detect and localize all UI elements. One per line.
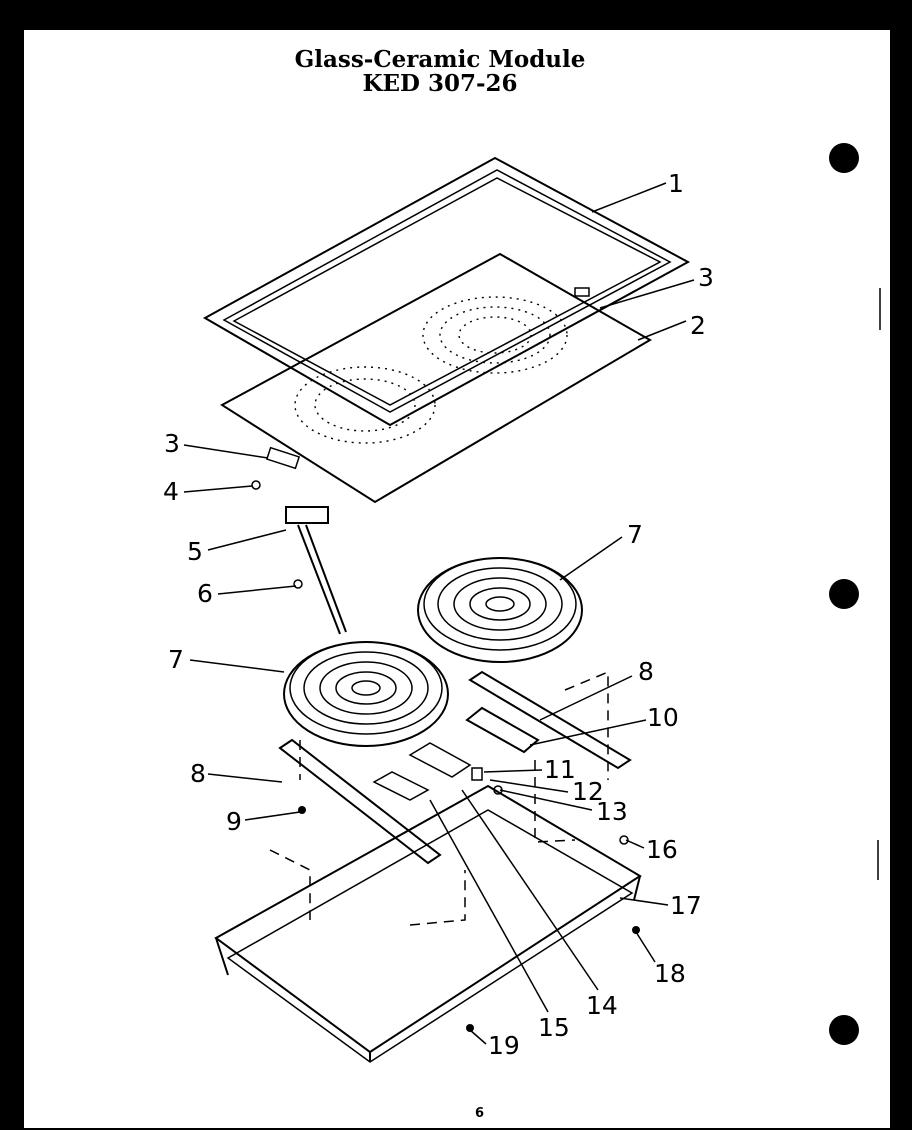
callout-9: 9 <box>226 807 242 836</box>
alignment-lines <box>269 670 609 926</box>
part-4-screw <box>251 480 261 490</box>
callout-13: 13 <box>596 797 628 826</box>
callout-2: 2 <box>690 311 706 340</box>
part-14-bracket <box>408 742 472 778</box>
part-19-screw <box>466 1024 474 1032</box>
part-3-clip-lower <box>265 446 301 470</box>
diagram-sheet <box>24 30 890 1128</box>
part-5-limiter <box>285 506 347 635</box>
part-18-screw <box>632 926 640 934</box>
part-16-screw <box>619 835 629 845</box>
part-6-fastener <box>293 579 303 589</box>
part-10-terminal-block <box>465 706 540 754</box>
part-17-housing <box>214 784 642 1063</box>
binder-hole-top <box>829 143 859 173</box>
page-number: 6 <box>475 1106 485 1121</box>
callout-5: 5 <box>187 537 203 566</box>
callout-7-left: 7 <box>168 645 184 674</box>
callout-8-left: 8 <box>190 759 206 788</box>
title-line-1: Glass-Ceramic Module <box>294 46 586 73</box>
leader-lines <box>183 182 695 1045</box>
callout-15: 15 <box>538 1013 570 1042</box>
part-7-burner-right <box>417 557 583 663</box>
part-7-burner-left <box>283 641 449 747</box>
callout-3-upper: 3 <box>698 263 714 292</box>
callout-8-right: 8 <box>638 657 654 686</box>
callout-7-right: 7 <box>627 520 643 549</box>
title-line-2: KED 307-26 <box>362 70 518 97</box>
part-8-bracket-right <box>468 670 632 770</box>
callout-6: 6 <box>197 579 213 608</box>
callout-1: 1 <box>668 169 684 198</box>
binder-hole-middle <box>829 579 859 609</box>
callout-4: 4 <box>163 477 179 506</box>
diagram-title: Glass-Ceramic Module KED 307-26 <box>0 48 880 96</box>
callout-16: 16 <box>646 835 678 864</box>
callout-11: 11 <box>544 755 576 784</box>
callout-17: 17 <box>670 891 702 920</box>
part-2-glass-panel <box>220 252 652 504</box>
part-11-12-connector <box>471 767 483 781</box>
part-3-clip-upper <box>574 287 590 297</box>
part-8-bracket-left <box>278 738 442 865</box>
callout-18: 18 <box>654 959 686 988</box>
part-1-frame <box>202 156 691 427</box>
callout-10: 10 <box>647 703 679 732</box>
callout-12: 12 <box>572 777 604 806</box>
callout-3-lower: 3 <box>164 429 180 458</box>
part-15-bracket <box>372 771 430 801</box>
callout-19: 19 <box>488 1031 520 1060</box>
binder-hole-bottom <box>829 1015 859 1045</box>
callout-14: 14 <box>586 991 618 1020</box>
